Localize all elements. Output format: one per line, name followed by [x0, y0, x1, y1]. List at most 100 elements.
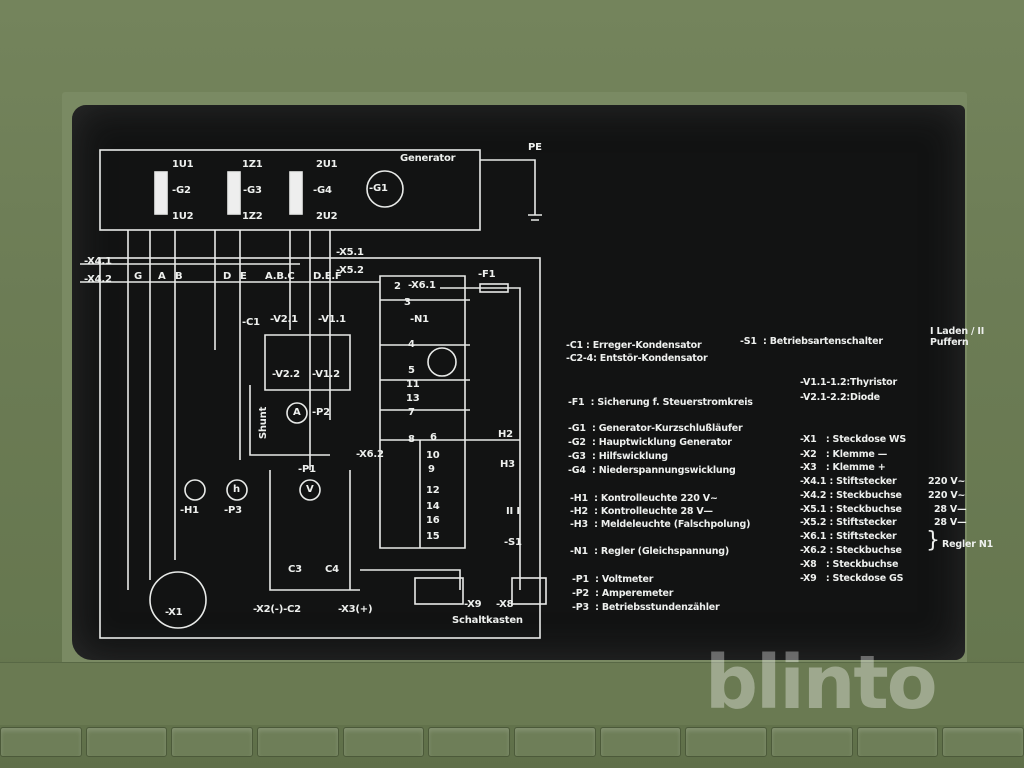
g3-label: -G3 — [243, 185, 262, 196]
legend-item: -F1 : Sicherung f. Steuerstromkreis — [568, 397, 753, 408]
shunt-label: Shunt — [258, 406, 270, 440]
p3-label: -P3 — [224, 505, 242, 516]
rectifier-bridge — [264, 334, 351, 391]
terminal: 15 — [426, 531, 440, 542]
winding-label: 1Z1 — [242, 159, 263, 170]
hinge-segment — [0, 727, 82, 757]
p2-label: -P2 — [312, 407, 330, 418]
v12-label: -V1.2 — [312, 369, 340, 380]
legend-item: -X1 : Steckdose WS — [800, 434, 906, 445]
schaltkasten-label: Schaltkasten — [452, 615, 523, 626]
v11-label: -V1.1 — [318, 314, 346, 325]
regler-wires — [380, 299, 520, 548]
ammeter-symbol: A — [293, 407, 301, 418]
output-wires — [269, 470, 461, 591]
v22-label: -V2.2 — [272, 369, 300, 380]
socket-x9 — [414, 577, 464, 605]
c3-label: C3 — [288, 564, 302, 575]
terminal: 13 — [406, 393, 420, 404]
hinge-segment — [771, 727, 853, 757]
x41-label: -X4.1 — [84, 256, 112, 267]
plug-pin: E — [240, 271, 247, 282]
winding-label: 1U2 — [172, 211, 194, 222]
hinge-segment — [428, 727, 511, 757]
plug-pin: D.E.F — [313, 271, 342, 282]
brace-icon: } — [926, 528, 940, 553]
plug-pin: D — [223, 271, 232, 282]
generator-g1-symbol — [366, 170, 404, 208]
terminal: 7 — [408, 407, 415, 418]
main-wires — [80, 230, 380, 590]
hinge-segment — [342, 727, 425, 757]
x62-label: -X6.2 — [356, 449, 384, 460]
g1-label: -G1 — [369, 183, 388, 194]
hinge-segment — [514, 727, 596, 757]
plug-pin: G — [134, 271, 143, 282]
terminal: 9 — [428, 464, 435, 475]
winding-g3 — [227, 171, 241, 215]
schematic-plate — [72, 105, 965, 660]
legend-item: -P1 : Voltmeter — [572, 574, 654, 585]
x42-label: -X4.2 — [84, 274, 112, 285]
pe-label: PE — [528, 142, 542, 153]
legend-item: -X9 : Steckdose GS — [800, 573, 904, 584]
x2-label: -X2(-)-C2 — [253, 604, 301, 615]
fuse-f1-symbol — [479, 283, 509, 293]
terminal: 12 — [426, 485, 440, 496]
legend-item: -G4 : Niederspannungswicklung — [568, 465, 736, 476]
hinge-segment — [942, 727, 1024, 757]
legend-item: -V1.1-1.2:Thyristor — [800, 377, 897, 388]
legend-item: -G1 : Generator-Kurzschlußläufer — [568, 423, 743, 434]
schaltkasten-box — [99, 257, 541, 639]
legend-item: -H2 : Kontrolleuchte 28 V— — [570, 506, 713, 517]
legend-item: -X8 : Steckbuchse — [800, 559, 899, 570]
terminal: 11 — [406, 379, 420, 390]
legend-item: -G2 : Hauptwicklung Generator — [568, 437, 732, 448]
x1-label: -X1 — [165, 607, 183, 618]
hinge-segment — [856, 727, 939, 757]
terminal: 16 — [426, 515, 440, 526]
terminal: 10 — [426, 450, 440, 461]
g2-label: -G2 — [172, 185, 191, 196]
terminal: 2 — [394, 281, 401, 292]
ammeter-circle — [286, 402, 308, 424]
terminal: 14 — [426, 501, 440, 512]
x52-label: -X5.2 — [336, 265, 364, 276]
piano-hinge — [0, 727, 1024, 757]
h1-label: -H1 — [180, 505, 199, 516]
hinge-segment — [85, 727, 168, 757]
terminal: 6 — [430, 432, 437, 443]
legend-item: -H3 : Meldeleuchte (Falschpolung) — [570, 519, 751, 530]
winding-label: 2U1 — [316, 159, 338, 170]
winding-g2 — [154, 171, 168, 215]
s1-label: -S1 — [504, 537, 522, 548]
plug-pin: B — [175, 271, 183, 282]
legend-item: -V2.1-2.2:Diode — [800, 392, 880, 403]
s1-modes: I Laden / II Puffern — [930, 326, 985, 349]
legend-item: -X2 : Klemme — — [800, 449, 888, 460]
hinge-segment — [171, 727, 254, 757]
c4-label: C4 — [325, 564, 339, 575]
s1-positions: II I — [506, 506, 520, 517]
n1-label: -N1 — [410, 314, 429, 325]
lamp-h1-circle — [184, 479, 206, 501]
pe-ground-wire — [480, 159, 542, 221]
legend-item: -X6.1 : Stiftstecker — [800, 531, 897, 542]
legend-item: -X3 : Klemme + — [800, 462, 886, 473]
watermark-logo: blinto — [705, 640, 938, 726]
legend-item: -H1 : Kontrolleuchte 220 V~ — [570, 493, 718, 504]
terminal: 8 — [408, 434, 415, 445]
hinge-segment — [257, 727, 339, 757]
winding-label: 1Z2 — [242, 211, 263, 222]
terminal: 3 — [404, 297, 411, 308]
socket-x8 — [511, 577, 547, 605]
hinge-segment — [685, 727, 768, 757]
x3-label: -X3(+) — [338, 604, 373, 615]
p1-label: -P1 — [298, 464, 316, 475]
x9-label: -X9 — [464, 599, 482, 610]
legend-item: -S1 : Betriebsartenschalter — [740, 336, 883, 347]
